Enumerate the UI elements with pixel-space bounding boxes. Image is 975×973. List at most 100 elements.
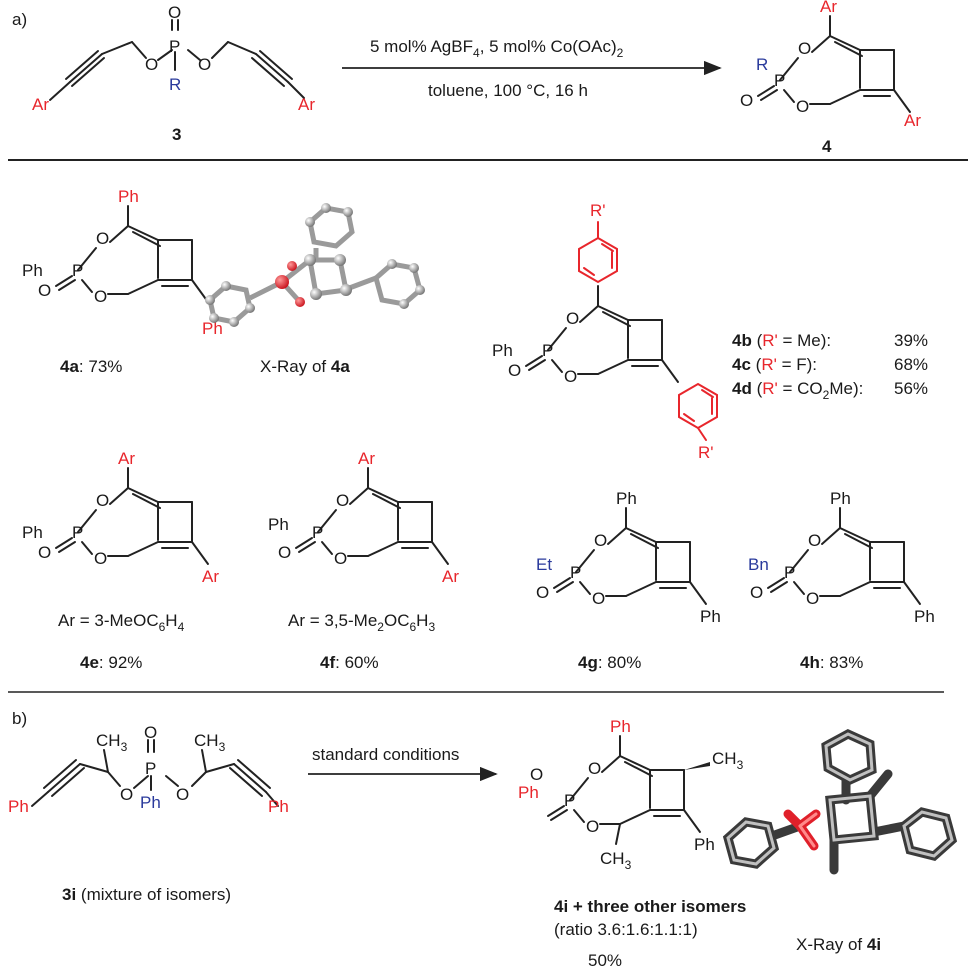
product-4: R P O O O Ar Ar 4 — [740, 0, 921, 156]
phosphorus-label: P — [774, 71, 785, 90]
phosphorus-label: P — [72, 261, 83, 280]
aryl-label: Ar — [820, 0, 837, 16]
oxygen-label: O — [94, 549, 107, 568]
xray-structure-4i — [722, 728, 958, 875]
phenyl-label: Ph — [694, 835, 715, 854]
oxygen-label: O — [796, 97, 809, 116]
aryl-label: Ar — [118, 449, 135, 468]
phosphorus-label: P — [570, 563, 581, 582]
oxygen-label: O — [120, 785, 133, 804]
oxygen-label: O — [530, 765, 543, 784]
methyl-label: CH3 — [712, 749, 744, 772]
phosphorus-label: P — [784, 563, 795, 582]
yield-4f: 4f: 60% — [320, 653, 379, 672]
aryl-label: Ar — [904, 111, 921, 130]
r-group-label: R — [169, 75, 181, 94]
yield-4h: 4h: 83% — [800, 653, 863, 672]
oxygen-label: O — [38, 281, 51, 300]
phenyl-label: Ph — [202, 319, 223, 338]
oxygen-label: O — [334, 549, 347, 568]
phenyl-label: Ph — [492, 341, 513, 360]
yield-4e: 4e: 92% — [80, 653, 142, 672]
oxygen-label: O — [564, 367, 577, 386]
oxygen-label: O — [94, 287, 107, 306]
oxygen-label: O — [168, 3, 181, 22]
product-4b-4d: Ph P O O O R' R' — [492, 201, 718, 462]
xray-caption-4a: X-Ray of 4a — [260, 357, 350, 376]
product-4h: Bn P O O O Ph Ph — [748, 489, 935, 626]
label-4d: 4d (R' = CO2Me): — [732, 379, 863, 402]
label-4i: 4i + three other isomers — [554, 897, 746, 916]
compound-number-4: 4 — [822, 137, 832, 156]
oxygen-label: O — [336, 491, 349, 510]
oxygen-label: O — [508, 361, 521, 380]
oxygen-label: O — [278, 543, 291, 562]
phenyl-label: Ph — [700, 607, 721, 626]
oxygen-label: O — [198, 55, 211, 74]
yield-4d: 56% — [894, 379, 928, 398]
xray-atoms-4a — [205, 203, 425, 327]
product-4g: Et P O O O Ph Ph — [536, 489, 721, 626]
conditions-text: standard conditions — [312, 745, 459, 764]
oxygen-label: O — [740, 91, 753, 110]
yield-4c: 68% — [894, 355, 928, 374]
aryl-label: Ar — [202, 567, 219, 586]
ethyl-label: Et — [536, 555, 552, 574]
phosphorus-label: P — [72, 523, 83, 542]
yield-4a: 4a: 73% — [60, 357, 122, 376]
phosphorus-label: P — [542, 341, 553, 360]
r-prime-label: R' — [590, 201, 606, 220]
reagents-text: 5 mol% AgBF4, 5 mol% Co(OAc)2 — [370, 37, 624, 60]
phenyl-label: Ph — [140, 793, 161, 812]
isomer-ratio: (ratio 3.6:1.6:1.1:1) — [554, 920, 698, 939]
compound-number-3: 3 — [172, 125, 181, 144]
oxygen-label: O — [176, 785, 189, 804]
oxygen-label: O — [588, 759, 601, 778]
aryl-label: Ar — [442, 567, 459, 586]
product-4a: Ph P O O O Ph Ph — [22, 187, 223, 338]
phenyl-label: Ph — [8, 797, 29, 816]
phenyl-label: Ph — [118, 187, 139, 206]
benzyl-label: Bn — [748, 555, 769, 574]
aryl-left-label: Ar — [32, 95, 49, 114]
starting-material-3i: Ph CH3 O O P Ph O CH3 Ph — [8, 723, 289, 816]
phenyl-label: Ph — [518, 783, 539, 802]
yield-table-4b-4d: 4b (R' = Me): 39% 4c (R' = F): 68% 4d (R… — [732, 331, 928, 402]
oxygen-label: O — [808, 531, 821, 550]
methyl-label: CH3 — [600, 849, 632, 872]
oxygen-label: O — [96, 491, 109, 510]
phosphorus-label: P — [564, 791, 575, 810]
oxygen-label: O — [594, 531, 607, 550]
phenyl-label: Ph — [268, 515, 289, 534]
panel-a-label: a) — [12, 10, 27, 29]
phenyl-label: Ph — [914, 607, 935, 626]
panel-b-label: b) — [12, 709, 27, 728]
r-group-label: R — [756, 55, 768, 74]
product-4f: Ph P O O O Ar Ar — [268, 449, 459, 586]
oxygen-label: O — [586, 817, 599, 836]
r-prime-label: R' — [698, 443, 714, 462]
oxygen-label: O — [38, 543, 51, 562]
yield-4i: 50% — [588, 951, 622, 970]
phosphorus-label: P — [312, 523, 323, 542]
aryl-label: Ar — [358, 449, 375, 468]
phenyl-label: Ph — [22, 261, 43, 280]
starting-material-3: Ar O O P R O Ar 3 — [32, 3, 315, 144]
aryl-definition-4f: Ar = 3,5-Me2OC6H3 — [288, 611, 435, 634]
oxygen-label: O — [592, 589, 605, 608]
aryl-right-label: Ar — [298, 95, 315, 114]
xray-caption-4i: X-Ray of 4i — [796, 935, 881, 954]
oxygen-label: O — [806, 589, 819, 608]
phenyl-label: Ph — [616, 489, 637, 508]
yield-4g: 4g: 80% — [578, 653, 641, 672]
aryl-definition-4e: Ar = 3-MeOC6H4 — [58, 611, 185, 634]
oxygen-label: O — [96, 229, 109, 248]
oxygen-label: O — [145, 55, 158, 74]
phosphorus-label: P — [145, 759, 156, 778]
conditions-text: toluene, 100 °C, 16 h — [428, 81, 588, 100]
phenyl-label: Ph — [268, 797, 289, 816]
methyl-label: CH3 — [194, 731, 226, 754]
oxygen-label: O — [144, 723, 157, 742]
phenyl-label: Ph — [610, 717, 631, 736]
